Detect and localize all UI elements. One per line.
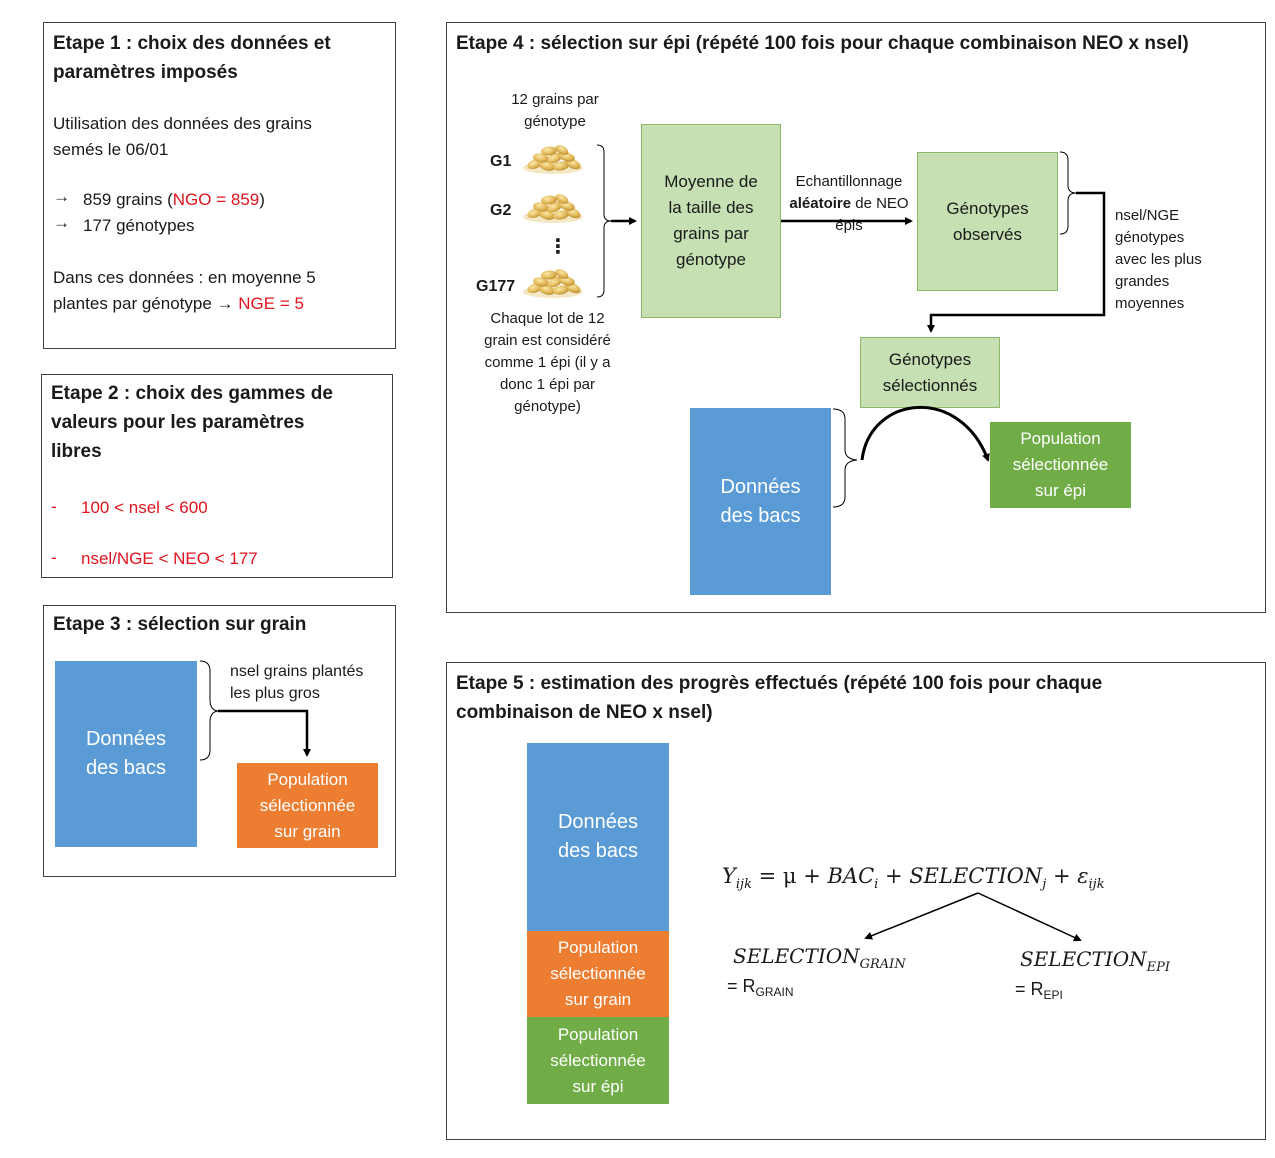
sel-epi-sub: EPI [1146, 960, 1170, 975]
etape4-title: Etape 4 : sélection sur épi (répété 100 … [456, 33, 1189, 54]
eq-bac: BAC [827, 864, 875, 888]
etape3-bacs: Données des bacs [55, 661, 197, 847]
etape1-item1-end: ) [259, 190, 265, 209]
eq-sel: SELECTION [909, 864, 1043, 888]
etape5-bacs: Données des bacs [527, 743, 669, 931]
eq-bac-sub: i [874, 877, 879, 892]
etape1-item1-text: 859 grains ( [83, 190, 173, 209]
grain-pile-icon [523, 192, 583, 223]
eq-mid: = μ + [751, 864, 828, 888]
etape4-observes: Génotypes observés [917, 152, 1058, 291]
etape4-nsel-note: nsel/NGE génotypes avec les plus grandes… [1115, 207, 1202, 312]
sel-grain-sub: GRAIN [859, 957, 906, 972]
etape2-range2: nsel/NGE < NEO < 177 [81, 549, 258, 568]
eq-eps: ε [1077, 864, 1089, 888]
r-grain-pre: = R [727, 976, 756, 996]
r-grain-sub: GRAIN [755, 985, 794, 999]
g2-label: G2 [490, 202, 512, 219]
arrow-right-icon: → [53, 187, 70, 206]
etape4-arc-to-pop [860, 406, 990, 462]
etape1-title: Etape 1 : choix des données et paramètre… [53, 33, 331, 83]
etape2-panel: Etape 2 : choix des gammes de valeurs po… [41, 374, 393, 578]
etape2-title: Etape 2 : choix des gammes de valeurs po… [51, 383, 333, 462]
etape4-ech-bold: aléatoire [789, 195, 852, 212]
etape3-note: nsel grains plantés les plus gros [230, 663, 364, 702]
r-epi-pre: = R [1015, 979, 1044, 999]
eq-eps-sub: ijk [1088, 877, 1105, 892]
etape3-pop: Population sélectionnée sur grain [237, 763, 378, 848]
etape4-grain-brace [596, 144, 612, 298]
etape3-title: Etape 3 : sélection sur grain [53, 614, 307, 635]
g1-label: G1 [490, 153, 512, 170]
r-grain: = RGRAIN [727, 976, 794, 999]
etape1-line3: plantes par génotype → NGE = 5 [53, 291, 304, 317]
etape1-line1: Utilisation des données des grains semés… [53, 114, 312, 159]
sel-grain-term: SELECTIONGRAIN [733, 944, 906, 972]
grain-pile-icon [523, 143, 583, 174]
etape1-line3b: plantes par génotype [53, 294, 212, 313]
r-epi: = REPI [1015, 979, 1063, 1002]
etape2-bullet-2: - [51, 548, 57, 567]
etape4-selectionnes: Génotypes sélectionnés [860, 337, 1000, 408]
etape5-arrow-grain [864, 892, 979, 940]
eq-plus: + [878, 864, 910, 888]
etape4-pop: Population sélectionnée sur épi [990, 422, 1131, 508]
etape1-line3a: Dans ces données : en moyenne 5 [53, 268, 316, 287]
etape2-range1: 100 < nsel < 600 [81, 498, 208, 517]
etape5-pop-grain: Population sélectionnée sur grain [527, 931, 669, 1017]
etape4-arrow-to-selectionnes [927, 191, 1106, 333]
etape1-item1: 859 grains (NGO = 859) [83, 187, 265, 213]
etape4-moyenne: Moyenne de la taille des grains par géno… [641, 124, 781, 318]
eq-sel-sub: j [1042, 877, 1047, 892]
sel-epi-term: SELECTIONEPI [1020, 947, 1170, 975]
etape5-title: Etape 5 : estimation des progrès effectu… [456, 673, 1103, 723]
etape5-pop-epi: Population sélectionnée sur épi [527, 1017, 669, 1104]
etape4-ech-1: Echantillonnage [795, 173, 903, 190]
etape1-panel: Etape 1 : choix des données et paramètre… [43, 22, 396, 349]
etape3-arrow [218, 709, 311, 757]
sel-epi: SELECTION [1020, 947, 1147, 971]
etape4-grains-per: 12 grains par génotype [511, 91, 599, 130]
etape3-brace [199, 660, 219, 761]
eq-y-sub: ijk [735, 877, 752, 892]
etape4-bacs: Données des bacs [690, 408, 831, 595]
eq-y: Y [722, 864, 736, 888]
model-equation: Yijk = μ + BACi + SELECTIONj + εijk [722, 864, 1105, 892]
arrow-right-icon: → [53, 213, 70, 232]
etape4-lot-note: Chaque lot de 12 grain est considéré com… [484, 310, 611, 415]
etape5-arrow-epi [977, 892, 1082, 942]
sel-grain: SELECTION [733, 944, 860, 968]
etape1-item1-red: NGO = 859 [172, 190, 260, 209]
etape1-item2: 177 génotypes [83, 216, 195, 235]
dots-label: ⋮ [548, 236, 568, 258]
etape4-observes-brace [1059, 151, 1077, 235]
etape1-line3-red: NGE = 5 [238, 294, 304, 313]
r-epi-sub: EPI [1043, 988, 1063, 1002]
arrow-right-icon: → [216, 294, 234, 313]
etape4-bacs-brace [832, 408, 858, 508]
grain-pile-icon [523, 267, 583, 298]
etape2-bullet-1: - [51, 497, 57, 516]
g177-label: G177 [476, 278, 516, 295]
eq-plus2: + [1046, 864, 1078, 888]
etape4-panel: Etape 4 : sélection sur épi (répété 100 … [446, 22, 1266, 613]
